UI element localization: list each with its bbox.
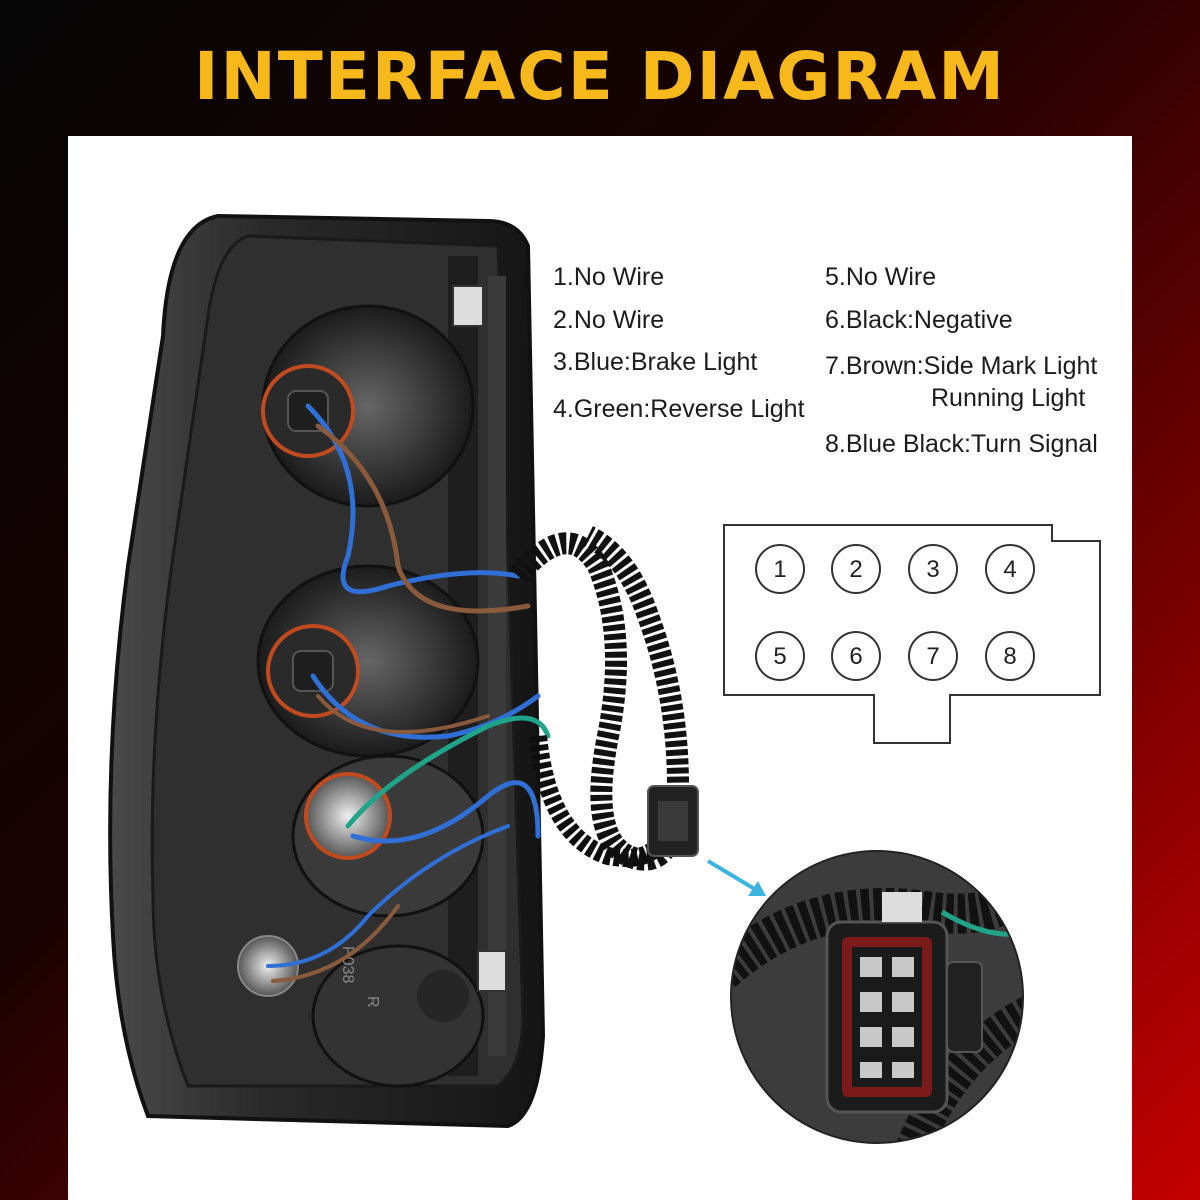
wire-label-2: 2.No Wire	[553, 306, 665, 334]
pin-label-7: 7	[926, 643, 939, 670]
wire-bundle	[266, 403, 551, 983]
pin-7	[908, 631, 958, 681]
pin-label-4: 4	[1003, 556, 1016, 583]
connector-closeup	[730, 850, 1024, 1144]
wire-label-8: 8.Blue Black:Turn Signal	[825, 430, 1098, 458]
pin-8	[985, 631, 1035, 681]
diagram-panel: P038 R 1.No Wire 2.No Wire 3.Blue:Brake …	[68, 136, 1132, 1200]
tail-light-illustration: P038 R	[108, 213, 766, 1129]
connector-pinout: 1 2 3 4 5 6 7 8	[723, 524, 1101, 744]
wire-label-1: 1.No Wire	[553, 263, 665, 291]
pin-row-top: 1 2 3 4	[755, 544, 1035, 594]
housing-side-mark: R	[364, 996, 381, 1008]
pin-4	[985, 544, 1035, 594]
pin-5	[755, 631, 805, 681]
pin-label-5: 5	[773, 643, 786, 670]
wire-label-3: 3.Blue:Brake Light	[553, 348, 758, 376]
pin-2	[831, 544, 881, 594]
page-title: INTERFACE DIAGRAM	[194, 38, 1006, 115]
wire-label-7: 7.Brown:Side Mark Light	[825, 352, 1098, 380]
wire-label-6: 6.Black:Negative	[825, 306, 1013, 334]
pin-3	[908, 544, 958, 594]
pin-1	[755, 544, 805, 594]
pin-label-6: 6	[849, 643, 862, 670]
pin-label-2: 2	[849, 556, 862, 583]
wire-label-5: 5.No Wire	[825, 263, 937, 291]
pin-row-bottom: 5 6 7 8	[755, 631, 1035, 681]
callout-arrow	[706, 859, 760, 893]
pin-label-3: 3	[926, 556, 939, 583]
pin-label-8: 8	[1003, 643, 1016, 670]
pin-label-1: 1	[773, 556, 786, 583]
pin-6	[831, 631, 881, 681]
wire-label-4: 4.Green:Reverse Light	[553, 395, 805, 423]
wire-label-7-continued: Running Light	[931, 384, 1086, 412]
harness-loom	[509, 526, 690, 871]
